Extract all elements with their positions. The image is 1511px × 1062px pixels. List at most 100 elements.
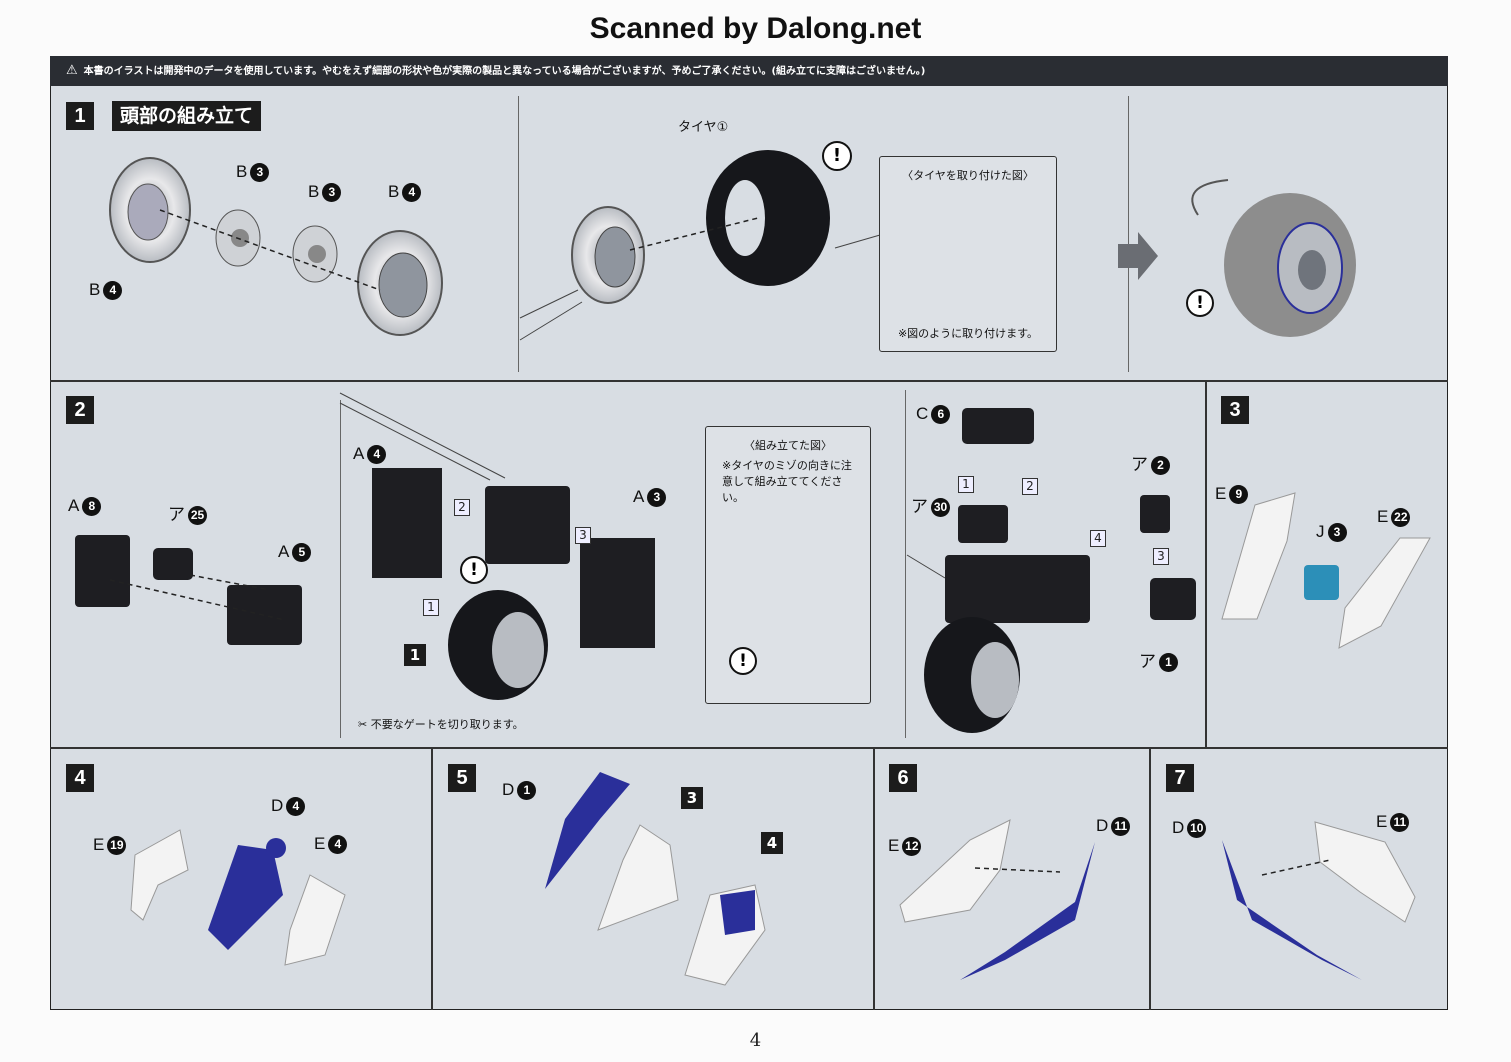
step1-callout-title: 〈タイヤを取り付けた図〉 — [902, 169, 1034, 182]
step1-sub-divider-a — [518, 96, 519, 372]
part-d1 — [545, 772, 630, 889]
part-a4 — [372, 468, 442, 578]
step1-sub-divider-b — [1128, 96, 1129, 372]
part-3-assembly — [597, 824, 679, 931]
arrow-next — [1118, 232, 1158, 280]
col-divider-step3 — [1205, 380, 1207, 748]
step5-number: 5 — [448, 764, 476, 792]
row-divider-1 — [50, 380, 1448, 382]
step2-number: 2 — [66, 396, 94, 424]
substep-3b: 3 — [1153, 548, 1169, 565]
substep-1b: 1 — [958, 476, 974, 493]
step2-sub-divider-a — [340, 400, 341, 738]
step4-number: 4 — [66, 764, 94, 792]
step2-callout-title: 〈組み立てた図〉 — [744, 439, 832, 452]
step2-callout-note: ※タイヤのミゾの向きに注意して組み立ててください。 — [722, 459, 852, 504]
part-d11 — [960, 842, 1095, 980]
step1-callout-note: ※図のように取り付けます。 — [897, 327, 1039, 340]
wheel-hub-b4-left — [109, 157, 191, 263]
caution-icon: ! — [1186, 289, 1214, 317]
step6-number: 6 — [889, 764, 917, 792]
warning-text: 本書のイラストは開発中のデータを使用しています。やむをえず細部の形状や色が実際の… — [83, 66, 926, 77]
wheel-step2-left — [448, 590, 548, 700]
part-j3 — [1304, 565, 1339, 600]
part-c6 — [962, 408, 1034, 444]
step2-sub-divider-b — [905, 390, 906, 738]
substep-1a: 1 — [423, 599, 439, 616]
substep-3a: 3 — [575, 527, 591, 544]
step1-number: 1 — [66, 102, 94, 130]
part-e12 — [899, 819, 1011, 923]
caution-icon: ! — [460, 556, 488, 584]
gate-note: ✂ 不要なゲートを切り取ります。 — [358, 718, 524, 731]
final-wheel — [1224, 193, 1356, 337]
part-a3 — [580, 538, 655, 648]
caution-icon: ! — [822, 141, 852, 171]
part-d10 — [1222, 840, 1362, 980]
scan-credit: Scanned by Dalong.net — [589, 12, 922, 45]
ref-step-3: 3 — [681, 787, 703, 809]
wheel-step2-right — [924, 617, 1020, 733]
part-e22 — [1338, 537, 1431, 649]
wheel-assembled-rim — [571, 206, 645, 304]
step1-title: 頭部の組み立て — [112, 101, 262, 131]
tire-label: タイヤ① — [678, 120, 729, 135]
col-divider-step6 — [873, 747, 875, 1010]
part-e9 — [1221, 492, 1296, 620]
assembly-line-1 — [159, 209, 381, 291]
part-a1 — [1150, 578, 1196, 620]
rotate-arrow — [1191, 179, 1229, 216]
substep-2a: 2 — [454, 499, 470, 516]
part-body — [485, 486, 570, 564]
part-e11 — [1314, 821, 1416, 923]
warning-icon: ⚠ — [66, 63, 78, 78]
step7-number: 7 — [1166, 764, 1194, 792]
inner-step-1: 1 — [404, 644, 426, 666]
part-frame — [945, 555, 1090, 623]
step3-number: 3 — [1221, 396, 1249, 424]
part-a8 — [75, 535, 130, 607]
tire-1 — [706, 150, 830, 286]
row-divider-2 — [50, 747, 1448, 749]
col-divider-step5 — [431, 747, 433, 1010]
part-a2 — [1140, 495, 1170, 533]
ref-step-4: 4 — [761, 832, 783, 854]
part-a30 — [958, 505, 1008, 543]
cutter-icon: ✂ — [358, 718, 371, 731]
hub-b3-b — [292, 225, 338, 283]
part-d4 — [208, 845, 283, 950]
part-e4 — [284, 874, 346, 966]
caution-icon: ! — [729, 647, 757, 675]
part-a25 — [153, 548, 193, 580]
wheel-rim-b4-right — [357, 230, 443, 336]
page-number: 4 — [749, 1030, 762, 1051]
col-divider-step7 — [1149, 747, 1151, 1010]
substep-4b: 4 — [1090, 530, 1106, 547]
part-a5 — [227, 585, 302, 645]
part-e19 — [130, 829, 189, 921]
